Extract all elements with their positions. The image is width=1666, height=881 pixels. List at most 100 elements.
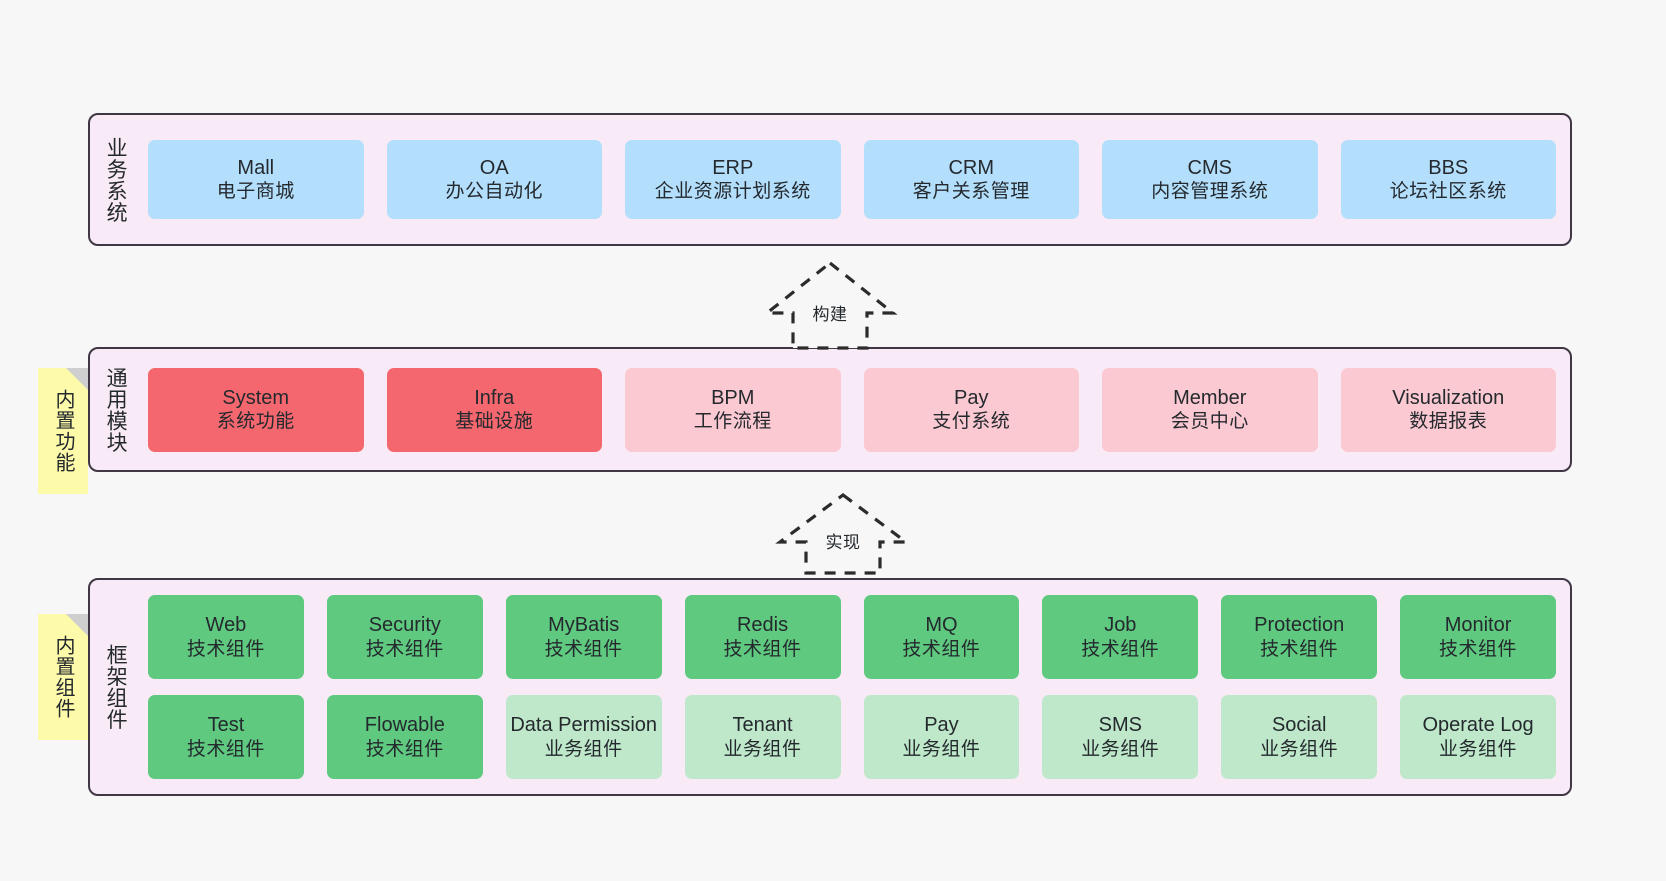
card-bpm-title: BPM [711,386,755,409]
card-protection[interactable]: Protection 技术组件 [1221,595,1378,679]
card-social-title: Social [1271,714,1327,737]
layer-common-module: 通用模块 System 系统功能 Infra 基础设施 BPM 工作流程 Pay [88,347,1572,472]
framework-row-tech: Web 技术组件 Security 技术组件 MyBatis 技术组件 Redi… [148,595,1556,679]
card-operate-log-subtitle: 业务组件 [1439,738,1518,760]
layer-common-module-title: 通用模块 [104,366,128,453]
card-visualization[interactable]: Visualization 数据报表 [1340,367,1556,452]
card-web-subtitle: 技术组件 [186,638,265,660]
card-pay-module-title: Pay [954,386,989,409]
card-flowable-title: Flowable [364,714,445,737]
card-bpm-subtitle: 工作流程 [693,411,772,433]
card-mybatis-title: MyBatis [548,614,620,637]
card-oa-subtitle: 办公自动化 [445,181,543,203]
card-mall[interactable]: Mall 电子商城 [148,140,364,219]
card-visualization-title: Visualization [1392,386,1505,409]
card-web[interactable]: Web 技术组件 [148,595,304,679]
card-member[interactable]: Member 会员中心 [1102,367,1318,452]
card-oa-title: OA [479,156,509,179]
card-visualization-subtitle: 数据报表 [1409,411,1488,433]
card-pay-component-title: Pay [924,714,959,737]
card-flowable[interactable]: Flowable 技术组件 [326,695,483,779]
layer-business-system-title: 业务系统 [104,136,128,223]
card-system-subtitle: 系统功能 [216,411,295,433]
card-test-title: Test [207,714,245,737]
card-mq-title: MQ [925,614,958,637]
card-protection-subtitle: 技术组件 [1260,638,1339,660]
connector-build-label: 构建 [812,305,848,324]
layer-business-system-body: Mall 电子商城 OA 办公自动化 ERP 企业资源计划系统 CRM 客户关系… [140,115,1570,244]
card-system-title: System [222,386,290,409]
connector-implement-label: 实现 [825,533,861,552]
card-oa[interactable]: OA 办公自动化 [386,140,602,219]
card-member-title: Member [1173,386,1247,409]
card-bpm[interactable]: BPM 工作流程 [625,367,841,452]
card-cms-subtitle: 内容管理系统 [1151,181,1269,203]
card-security[interactable]: Security 技术组件 [326,595,483,679]
module-card-list: System 系统功能 Infra 基础设施 BPM 工作流程 Pay 支付系统… [148,367,1556,452]
card-cms[interactable]: CMS 内容管理系统 [1102,140,1318,219]
card-mq[interactable]: MQ 技术组件 [863,595,1020,679]
sticky-note-builtin-function: 内置功能 [38,368,88,494]
card-redis-title: Redis [736,614,789,637]
card-system[interactable]: System 系统功能 [148,367,364,452]
card-test-subtitle: 技术组件 [186,738,265,760]
sticky-fold-corner-icon-2 [66,614,88,636]
connector-implement: 实现 [768,490,918,582]
card-pay-component[interactable]: Pay 业务组件 [863,695,1020,779]
card-tenant[interactable]: Tenant 业务组件 [684,695,841,779]
card-data-permission-title: Data Permission [510,714,658,737]
card-infra-title: Infra [474,386,515,409]
sticky-note-builtin-function-label: 内置功能 [52,389,74,473]
business-card-list: Mall 电子商城 OA 办公自动化 ERP 企业资源计划系统 CRM 客户关系… [148,140,1556,219]
card-data-permission[interactable]: Data Permission 业务组件 [505,695,662,779]
layer-framework-component: 框架组件 Web 技术组件 Security 技术组件 MyBatis 技术组件… [88,578,1572,796]
card-erp-subtitle: 企业资源计划系统 [654,181,811,203]
card-operate-log[interactable]: Operate Log 业务组件 [1400,695,1556,779]
card-flowable-subtitle: 技术组件 [365,738,444,760]
connector-build: 构建 [755,258,905,350]
card-monitor-title: Monitor [1444,614,1512,637]
card-operate-log-title: Operate Log [1422,714,1534,737]
card-monitor[interactable]: Monitor 技术组件 [1400,595,1556,679]
card-erp[interactable]: ERP 企业资源计划系统 [625,140,841,219]
card-job-title: Job [1104,614,1137,637]
card-pay-module[interactable]: Pay 支付系统 [863,367,1079,452]
card-mq-subtitle: 技术组件 [902,638,981,660]
card-mybatis-subtitle: 技术组件 [544,638,623,660]
framework-row-business: Test 技术组件 Flowable 技术组件 Data Permission … [148,695,1556,779]
card-cms-title: CMS [1187,156,1232,179]
card-sms-subtitle: 业务组件 [1081,738,1160,760]
card-erp-title: ERP [712,156,754,179]
card-crm[interactable]: CRM 客户关系管理 [863,140,1079,219]
card-mybatis[interactable]: MyBatis 技术组件 [505,595,662,679]
card-monitor-subtitle: 技术组件 [1439,638,1518,660]
connector-implement-shape [775,493,911,575]
card-bbs-subtitle: 论坛社区系统 [1389,181,1507,203]
card-tenant-title: Tenant [732,714,793,737]
sticky-note-builtin-component-label: 内置组件 [52,635,74,719]
layer-framework-component-title: 框架组件 [104,644,128,730]
card-crm-title: CRM [948,156,995,179]
card-social[interactable]: Social 业务组件 [1221,695,1378,779]
card-test[interactable]: Test 技术组件 [148,695,304,779]
card-mall-title: Mall [237,156,275,179]
card-redis[interactable]: Redis 技术组件 [684,595,841,679]
card-security-title: Security [368,614,441,637]
card-sms-title: SMS [1098,714,1142,737]
card-social-subtitle: 业务组件 [1260,738,1339,760]
card-infra[interactable]: Infra 基础设施 [386,367,602,452]
layer-framework-component-body: Web 技术组件 Security 技术组件 MyBatis 技术组件 Redi… [140,580,1570,794]
card-web-title: Web [205,614,247,637]
card-mall-subtitle: 电子商城 [216,181,295,203]
card-bbs[interactable]: BBS 论坛社区系统 [1340,140,1556,219]
card-crm-subtitle: 客户关系管理 [912,181,1030,203]
layer-business-system: 业务系统 Mall 电子商城 OA 办公自动化 ERP 企业资源计划系统 CRM [88,113,1572,246]
card-pay-component-subtitle: 业务组件 [902,738,981,760]
card-pay-module-subtitle: 支付系统 [932,411,1011,433]
card-data-permission-subtitle: 业务组件 [544,738,623,760]
card-sms[interactable]: SMS 业务组件 [1042,695,1199,779]
card-redis-subtitle: 技术组件 [723,638,802,660]
card-job[interactable]: Job 技术组件 [1042,595,1199,679]
connector-build-shape [762,260,898,350]
